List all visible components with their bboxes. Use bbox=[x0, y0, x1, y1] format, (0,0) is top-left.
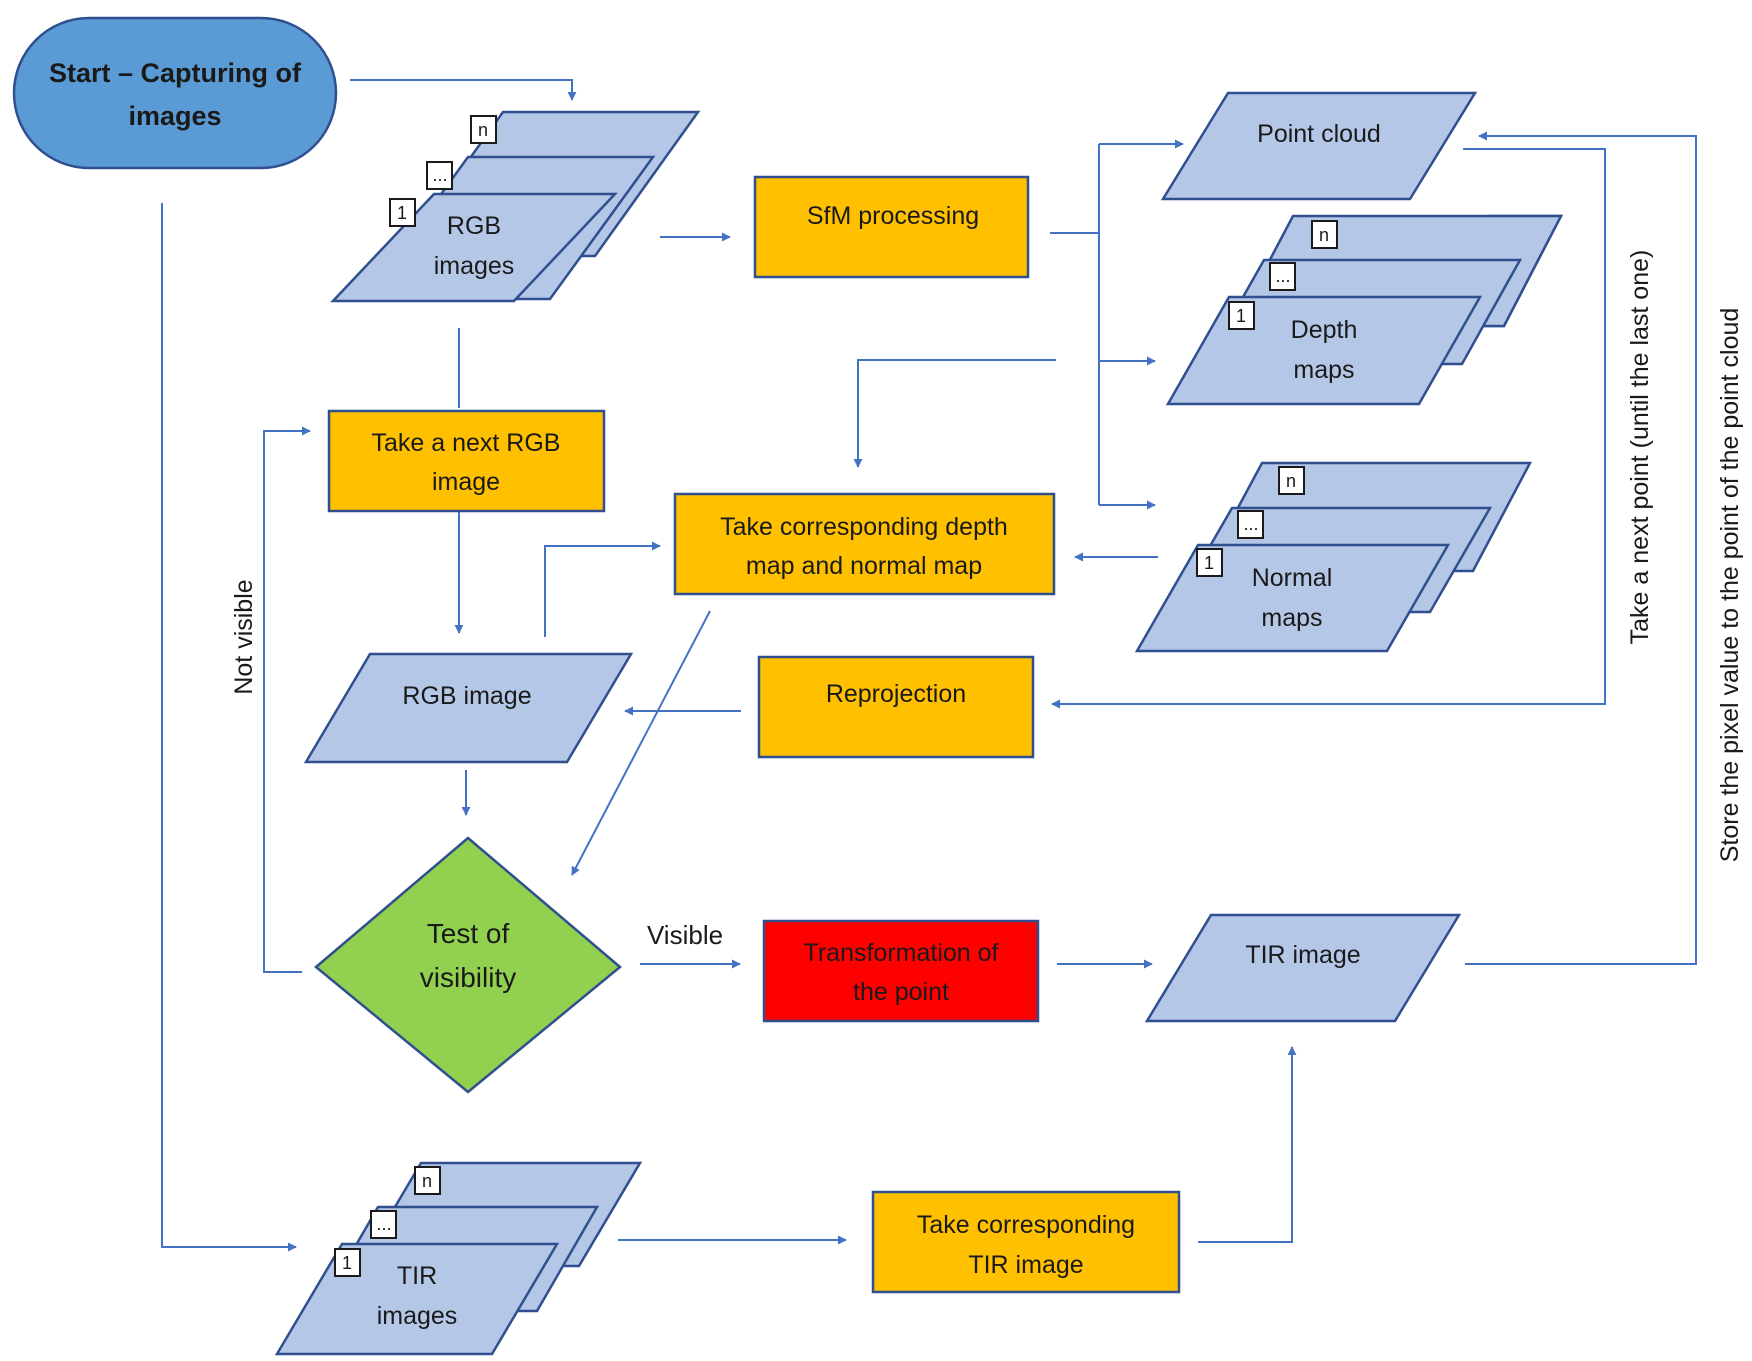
tir-images-badge-dots: ... bbox=[376, 1214, 391, 1234]
take-tir-node: Take corresponding TIR image bbox=[871, 1190, 1181, 1294]
tir-image-node: TIR image bbox=[1144, 913, 1462, 1023]
normal-maps-badge-n: n bbox=[1286, 471, 1296, 491]
edge-take-tir-to-tir-image bbox=[1198, 1046, 1297, 1243]
edge-start-to-tir-images bbox=[161, 203, 297, 1252]
transformation-line1: Transformation of bbox=[804, 939, 999, 967]
edge-rgb-image-to-take-corresponding bbox=[544, 541, 661, 637]
normal-maps-label-line1: Normal bbox=[1252, 564, 1333, 592]
depth-maps-label-line1: Depth bbox=[1291, 316, 1358, 344]
take-tir-line2: TIR image bbox=[968, 1251, 1083, 1279]
edge-depth-to-take-corresponding bbox=[853, 359, 1056, 468]
rgb-images-badge-n: n bbox=[478, 120, 488, 140]
edge-store-pixel-loop bbox=[1465, 131, 1697, 965]
tir-image-label: TIR image bbox=[1245, 941, 1360, 969]
store-pixel-label: Store the pixel value to the point of th… bbox=[1716, 308, 1744, 863]
take-next-point-label: Take a next point (until the last one) bbox=[1626, 250, 1654, 645]
edge-next-point-loop bbox=[1051, 148, 1606, 709]
test-visibility-line2: visibility bbox=[420, 962, 516, 993]
rgb-image-label: RGB image bbox=[402, 682, 531, 710]
take-next-rgb-line2: image bbox=[432, 468, 500, 496]
normal-maps-badge-1: 1 bbox=[1204, 553, 1214, 573]
edge-take-corresponding-to-test bbox=[571, 610, 711, 876]
tir-images-label-line1: TIR bbox=[397, 1262, 437, 1290]
sfm-processing-node: SfM processing bbox=[753, 175, 1030, 279]
transformation-node: Transformation of the point bbox=[762, 919, 1040, 1023]
reprojection-label: Reprojection bbox=[826, 680, 966, 708]
connectors bbox=[161, 79, 1697, 1252]
take-tir-line1: Take corresponding bbox=[917, 1211, 1135, 1239]
start-node: Start – Capturing of images bbox=[12, 16, 338, 170]
reprojection-node: Reprojection bbox=[757, 655, 1035, 759]
take-next-rgb-node: Take a next RGB image bbox=[327, 409, 606, 513]
sfm-processing-label: SfM processing bbox=[807, 202, 979, 230]
take-depth-normal-line2: map and normal map bbox=[746, 552, 982, 580]
depth-maps-label-line2: maps bbox=[1293, 356, 1354, 384]
rgb-images-stack: n ... 1 RGB images bbox=[330, 110, 701, 303]
test-visibility-node: Test of visibility bbox=[314, 836, 622, 1094]
edge-not-visible-loop bbox=[263, 426, 311, 973]
rgb-images-badge-dots: ... bbox=[432, 165, 447, 185]
tir-images-badge-1: 1 bbox=[342, 1253, 352, 1273]
depth-maps-badge-1: 1 bbox=[1236, 306, 1246, 326]
rgb-images-label-line1: RGB bbox=[447, 212, 501, 240]
transformation-line2: the point bbox=[853, 978, 949, 1006]
start-label-line1: Start – Capturing of bbox=[49, 58, 302, 88]
normal-maps-stack: n ... 1 Normal maps bbox=[1134, 461, 1533, 653]
tir-images-stack: n ... 1 TIR images bbox=[274, 1161, 643, 1356]
tir-images-badge-n: n bbox=[422, 1171, 432, 1191]
rgb-images-label-line2: images bbox=[434, 252, 515, 280]
depth-maps-badge-n: n bbox=[1319, 225, 1329, 245]
take-next-rgb-line1: Take a next RGB bbox=[372, 429, 561, 457]
point-cloud-label: Point cloud bbox=[1257, 120, 1381, 148]
depth-maps-badge-dots: ... bbox=[1275, 266, 1290, 286]
rgb-images-badge-1: 1 bbox=[397, 203, 407, 223]
take-depth-normal-node: Take corresponding depth map and normal … bbox=[673, 492, 1056, 596]
not-visible-label: Not visible bbox=[230, 579, 258, 694]
rgb-image-node: RGB image bbox=[303, 652, 634, 764]
normal-maps-badge-dots: ... bbox=[1243, 514, 1258, 534]
test-visibility-line1: Test of bbox=[427, 918, 510, 949]
tir-images-label-line2: images bbox=[377, 1302, 458, 1330]
depth-maps-stack: n ... 1 Depth maps bbox=[1165, 214, 1564, 406]
point-cloud-node: Point cloud bbox=[1160, 91, 1478, 201]
visible-label: Visible bbox=[647, 920, 723, 950]
normal-maps-label-line2: maps bbox=[1261, 604, 1322, 632]
start-label-line2: images bbox=[128, 101, 221, 131]
edge-start-to-rgb-images bbox=[350, 79, 577, 101]
take-depth-normal-line1: Take corresponding depth bbox=[720, 513, 1008, 541]
